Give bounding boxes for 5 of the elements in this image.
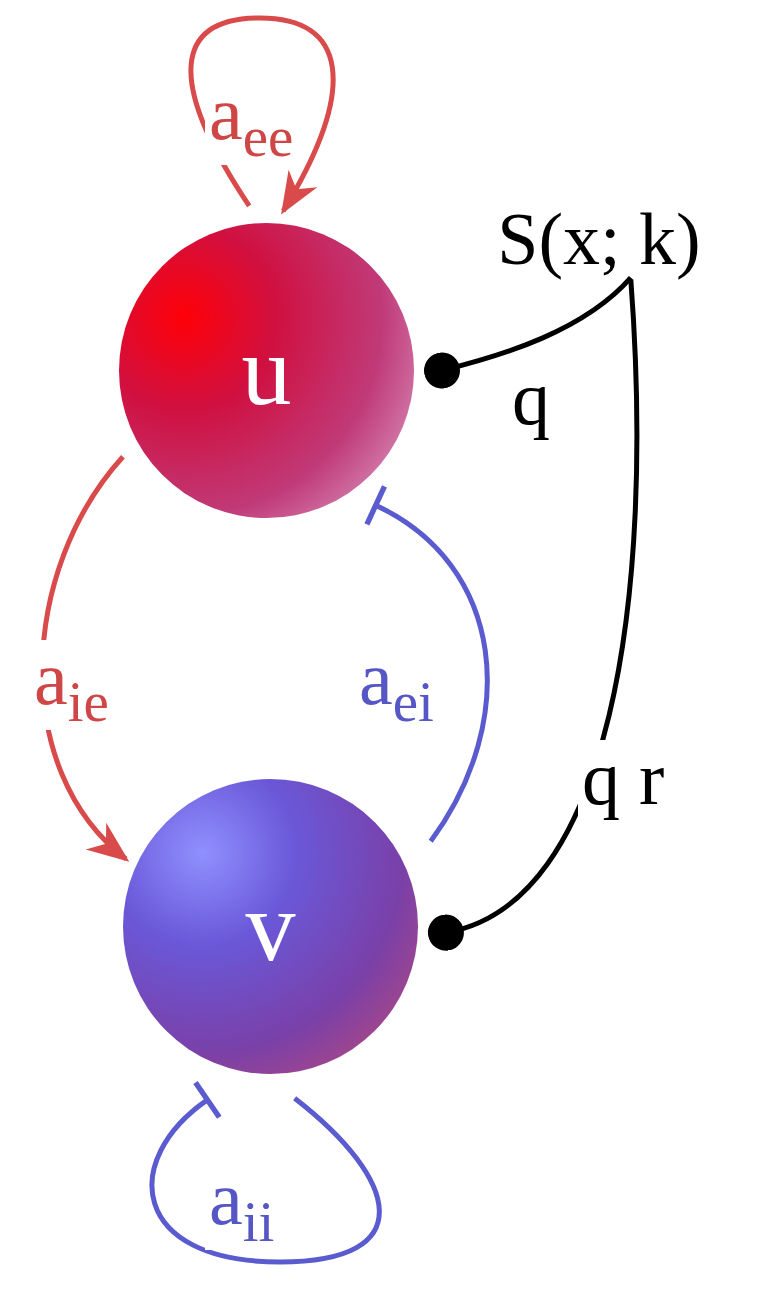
connector-line: [424, 275, 633, 389]
node-label: u: [241, 320, 292, 421]
node-label: v: [245, 876, 296, 977]
connector-line: [427, 279, 640, 951]
arrow: [188, 15, 336, 215]
